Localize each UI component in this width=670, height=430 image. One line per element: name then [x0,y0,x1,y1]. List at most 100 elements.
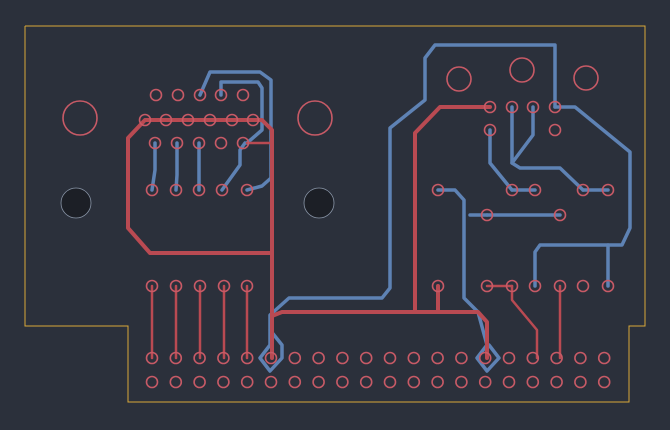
header-pad-top-15[interactable] [502,351,516,365]
connector-pad-14[interactable] [214,136,228,150]
header-pad-bottom-15[interactable] [502,375,516,389]
component-pad-38[interactable] [553,208,567,222]
header-pad-bottom-1[interactable] [169,375,183,389]
component-pad-39[interactable] [431,279,445,293]
component-pad-43[interactable] [553,279,567,293]
header-pad-top-16[interactable] [526,351,540,365]
component-pad-31[interactable] [548,123,562,137]
connector-pad-2[interactable] [193,88,207,102]
header-pad-bottom-5[interactable] [264,375,278,389]
component-pad-36[interactable] [431,183,445,197]
header-pad-top-17[interactable] [550,351,563,365]
connector-pad-5[interactable] [138,113,152,127]
header-pad-bottom-17[interactable] [550,375,563,389]
mounting-pad-left[interactable] [62,100,98,136]
large-pad-1[interactable] [446,66,472,92]
header-pad-top-6[interactable] [288,351,302,365]
connector-pad-0[interactable] [149,88,163,102]
header-pad-top-3[interactable] [217,351,230,365]
component-pad-22[interactable] [169,279,183,293]
connector-pad-19[interactable] [215,183,229,197]
header-pad-bottom-19[interactable] [597,375,611,389]
connector-pad-3[interactable] [214,88,228,102]
header-pad-bottom-7[interactable] [312,375,325,389]
connector-pad-17[interactable] [169,183,183,197]
header-pad-top-1[interactable] [169,351,183,365]
component-pad-45[interactable] [601,279,615,293]
header-pad-bottom-18[interactable] [574,375,587,389]
header-pad-top-9[interactable] [359,351,373,365]
top-trace-thick-3 [126,118,274,318]
header-pad-top-18[interactable] [574,351,587,365]
connector-pad-13[interactable] [192,136,206,150]
component-pad-35[interactable] [601,183,615,197]
header-pad-bottom-12[interactable] [431,375,444,389]
header-pad-bottom-13[interactable] [455,375,468,389]
connector-pad-15[interactable] [236,136,250,150]
connector-pad-1[interactable] [171,88,185,102]
header-pad-bottom-9[interactable] [359,375,373,389]
header-pad-bottom-8[interactable] [336,375,349,389]
component-pad-21[interactable] [145,279,159,293]
large-pad-3[interactable] [573,65,599,91]
header-pad-bottom-11[interactable] [407,375,421,389]
header-pad-top-10[interactable] [383,351,397,365]
component-pad-25[interactable] [240,279,254,293]
connector-pad-12[interactable] [170,136,184,150]
component-pad-44[interactable] [576,279,590,293]
component-pad-24[interactable] [217,279,231,293]
component-pad-32[interactable] [505,183,519,197]
connector-pad-9[interactable] [225,113,239,127]
header-pad-top-13[interactable] [455,351,468,365]
component-pad-42[interactable] [528,279,542,293]
header-pad-top-0[interactable] [145,351,159,365]
connector-pad-11[interactable] [148,136,162,150]
component-pad-40[interactable] [480,279,494,293]
component-pad-33[interactable] [528,183,542,197]
component-pad-28[interactable] [526,100,540,114]
top-trace-thin-5 [510,284,539,360]
header-pad-top-8[interactable] [336,351,349,365]
component-pad-23[interactable] [193,279,207,293]
component-pad-41[interactable] [505,279,519,293]
connector-pad-6[interactable] [159,113,173,127]
header-pad-bottom-3[interactable] [217,375,230,389]
connector-pad-7[interactable] [181,113,195,127]
connector-pad-18[interactable] [192,183,206,197]
component-pad-26[interactable] [483,100,497,114]
mounting-pad-right[interactable] [297,100,333,136]
connector-pad-20[interactable] [240,183,254,197]
component-pad-37[interactable] [480,208,494,222]
header-pad-top-11[interactable] [407,351,421,365]
header-pad-top-14[interactable] [478,351,492,365]
connector-pad-10[interactable] [246,113,260,127]
header-pad-top-7[interactable] [312,351,325,365]
bottom-trace-15 [174,141,179,192]
connector-pad-8[interactable] [203,113,217,127]
header-pad-bottom-2[interactable] [193,375,206,389]
header-pad-bottom-0[interactable] [145,375,159,389]
component-pad-30[interactable] [483,123,497,137]
mounting-holes-layer [60,57,599,219]
header-pad-bottom-16[interactable] [526,375,540,389]
header-pad-bottom-10[interactable] [383,375,397,389]
component-pad-29[interactable] [548,100,562,114]
header-pad-top-2[interactable] [193,351,206,365]
large-pad-2[interactable] [509,57,535,83]
header-pad-bottom-6[interactable] [288,375,302,389]
connector-pad-16[interactable] [145,183,159,197]
top-trace-thick-0 [270,310,489,360]
component-pad-34[interactable] [576,183,590,197]
connector-pad-4[interactable] [236,88,250,102]
header-pad-top-5[interactable] [264,351,278,365]
header-pad-top-12[interactable] [431,351,444,365]
component-pad-27[interactable] [505,100,519,114]
header-pad-bottom-4[interactable] [240,375,254,389]
non-plated-hole-left [60,187,92,219]
header-pad-top-19[interactable] [597,351,611,365]
header-pad-bottom-14[interactable] [478,375,492,389]
non-plated-hole-right [303,187,335,219]
top-copper-layer [126,105,562,360]
header-pad-top-4[interactable] [240,351,254,365]
